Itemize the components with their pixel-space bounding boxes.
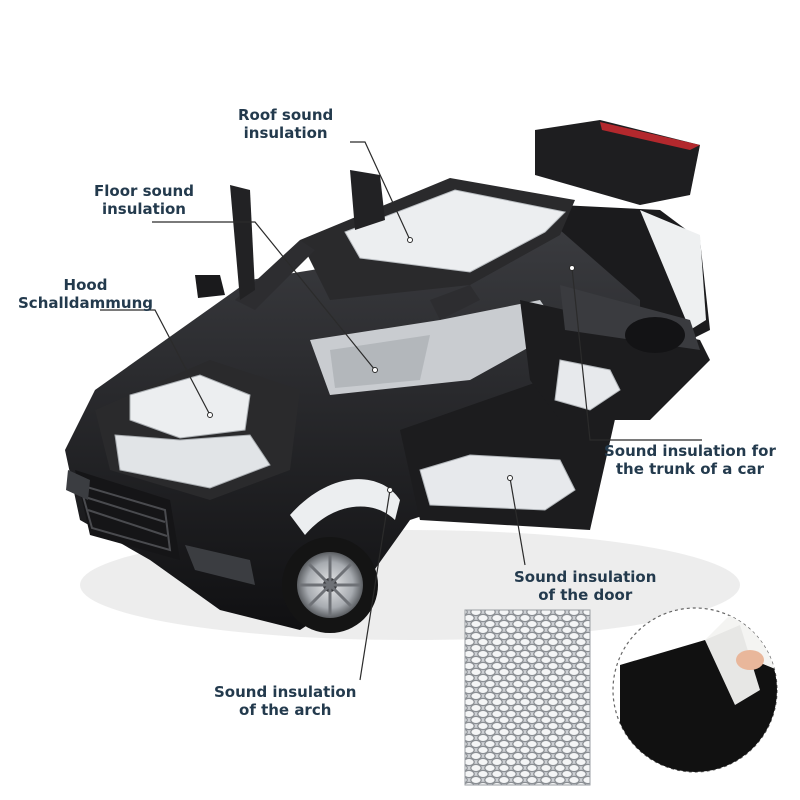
label-hood-line2: Schalldammung [18,294,153,312]
label-trunk-insulation: Sound insulation for the trunk of a car [604,442,776,478]
label-hood-insulation: Hood Schalldammung [18,276,153,312]
label-arch-line2: of the arch [239,701,332,719]
label-trunk-line1: Sound insulation for [604,442,776,460]
label-floor-line1: Floor sound [94,182,194,200]
label-door-line2: of the door [538,586,633,604]
label-trunk-line2: the trunk of a car [615,460,765,478]
label-door-line1: Sound insulation [514,568,657,586]
label-roof-insulation: Roof sound insulation [238,106,333,142]
label-hood-line1: Hood [63,276,108,294]
label-floor-line2: insulation [101,200,186,218]
label-floor-insulation: Floor sound insulation [94,182,194,218]
label-roof-line1: Roof sound [238,106,334,124]
label-door-insulation: Sound insulation of the door [514,568,656,604]
peeled-foam-sample [612,607,778,773]
honeycomb-foam-sample [464,609,591,786]
label-arch-line1: Sound insulation [214,683,357,701]
label-arch-insulation: Sound insulation of the arch [214,683,356,719]
label-roof-line2: insulation [243,124,328,142]
